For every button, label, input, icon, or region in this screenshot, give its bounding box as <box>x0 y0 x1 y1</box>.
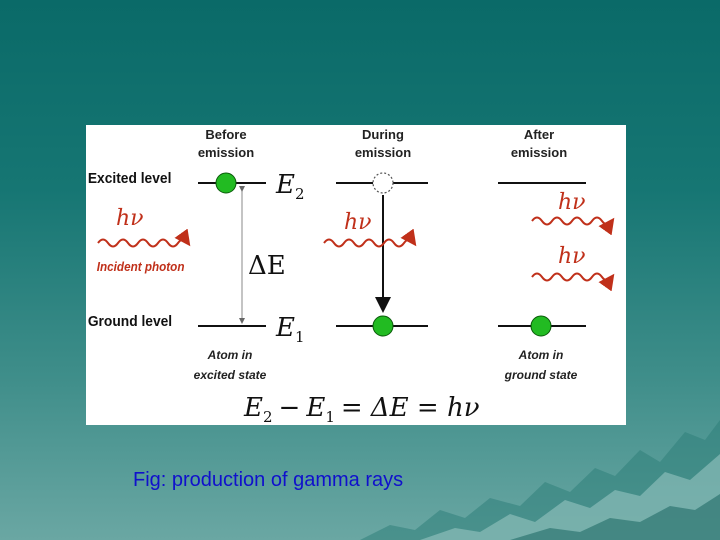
before-header-line2: emission <box>198 145 254 160</box>
figure-caption: Fig: production of gamma rays <box>133 469 404 491</box>
atom-excited-label-line2: excited state <box>194 368 267 382</box>
during-photon-wave <box>323 228 417 248</box>
during-header-line1: During <box>362 127 404 142</box>
after-photon-wave-2 <box>531 272 615 292</box>
atom-after-ground <box>530 315 552 337</box>
ground-level-label: Ground level <box>88 314 172 331</box>
atom-ground-label-line2: ground state <box>504 368 578 382</box>
after-header-line2: emission <box>511 145 567 160</box>
atom-ground-label-line1: Atom in <box>518 348 564 362</box>
after-photon-symbol-2: hν <box>558 244 586 269</box>
diagram-canvas: Before emission During emission After em… <box>88 127 615 425</box>
atom-during-ground <box>372 315 394 337</box>
atom-during-vacated <box>372 172 394 194</box>
during-photon-symbol: hν <box>344 210 372 235</box>
emission-diagram: Before emission During emission After em… <box>86 125 626 425</box>
mountain-decoration <box>360 420 720 540</box>
energy-equation: E2−E1= ΔE = hν <box>243 393 480 425</box>
incident-photon-symbol: hν <box>116 206 144 231</box>
incident-photon-label: Incident photon <box>97 259 185 274</box>
e1-label: E1 <box>275 313 305 346</box>
before-header-line1: Before <box>205 127 246 142</box>
after-photon-wave-1 <box>531 216 615 236</box>
incident-photon-wave <box>97 228 191 248</box>
delta-e-label: ΔE <box>248 251 286 281</box>
excited-level-label: Excited level <box>88 171 172 188</box>
atom-excited-label-line1: Atom in <box>207 348 253 362</box>
after-header-line1: After <box>524 127 554 142</box>
during-header-line2: emission <box>355 145 411 160</box>
atom-before-excited <box>215 172 237 194</box>
e2-label: E2 <box>275 170 305 203</box>
after-photon-symbol-1: hν <box>558 190 586 215</box>
